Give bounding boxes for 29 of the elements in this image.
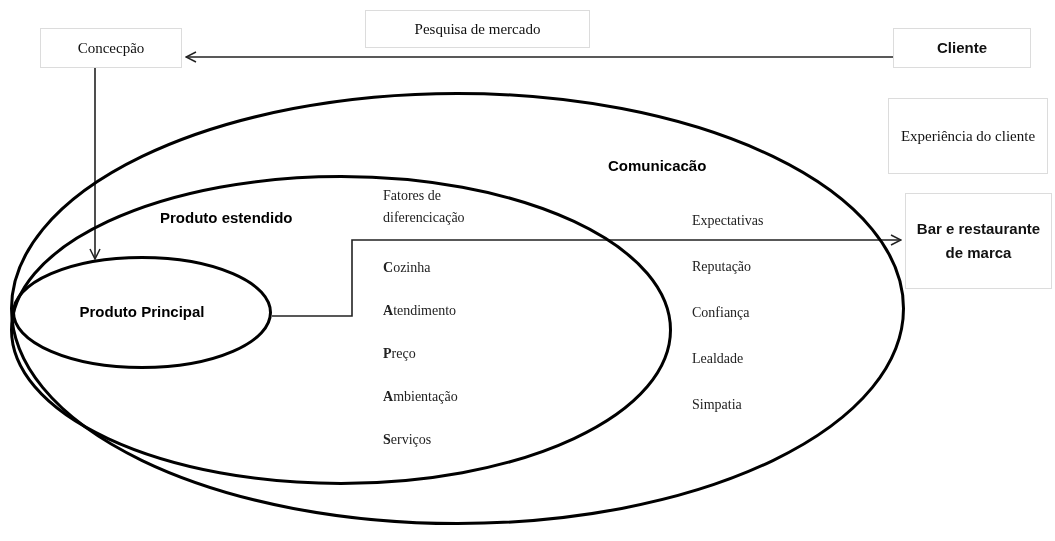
box-label: Pesquisa de mercado	[414, 20, 541, 39]
box-label: Experiência do cliente	[900, 127, 1036, 146]
list-item: Simpatia	[692, 396, 743, 414]
text-box	[905, 193, 1052, 289]
list-item: Preço	[383, 345, 417, 363]
arrow	[89, 67, 101, 260]
list-item: Serviços	[383, 431, 433, 449]
text-box	[40, 28, 182, 68]
ellipse-outline	[12, 256, 272, 369]
list-item: Reputação	[692, 258, 753, 276]
list-item: Fatores de diferencicação	[383, 187, 466, 227]
ellipse-heading: Produto Principal	[79, 302, 205, 323]
list-item: Cozinha	[383, 259, 432, 277]
box-label: Concecpão	[77, 39, 145, 58]
arrow	[185, 51, 894, 63]
text-box	[888, 98, 1048, 174]
arrow	[271, 234, 902, 317]
list-item: Confiança	[692, 304, 751, 322]
box-label: Cliente	[937, 38, 987, 58]
ellipse-heading: Comunicacão	[608, 156, 708, 176]
list-item: Ambientação	[383, 388, 459, 406]
list-item: Atendimento	[383, 302, 458, 320]
list-item: Lealdade	[692, 350, 745, 368]
ellipse-outline	[10, 175, 672, 485]
list-item: Expectativas	[692, 212, 765, 230]
text-box	[365, 10, 590, 48]
text-box	[893, 28, 1031, 68]
ellipse-heading: Produto estendido	[160, 208, 294, 228]
box-label: Bar e restaurante de marca	[915, 219, 1042, 263]
